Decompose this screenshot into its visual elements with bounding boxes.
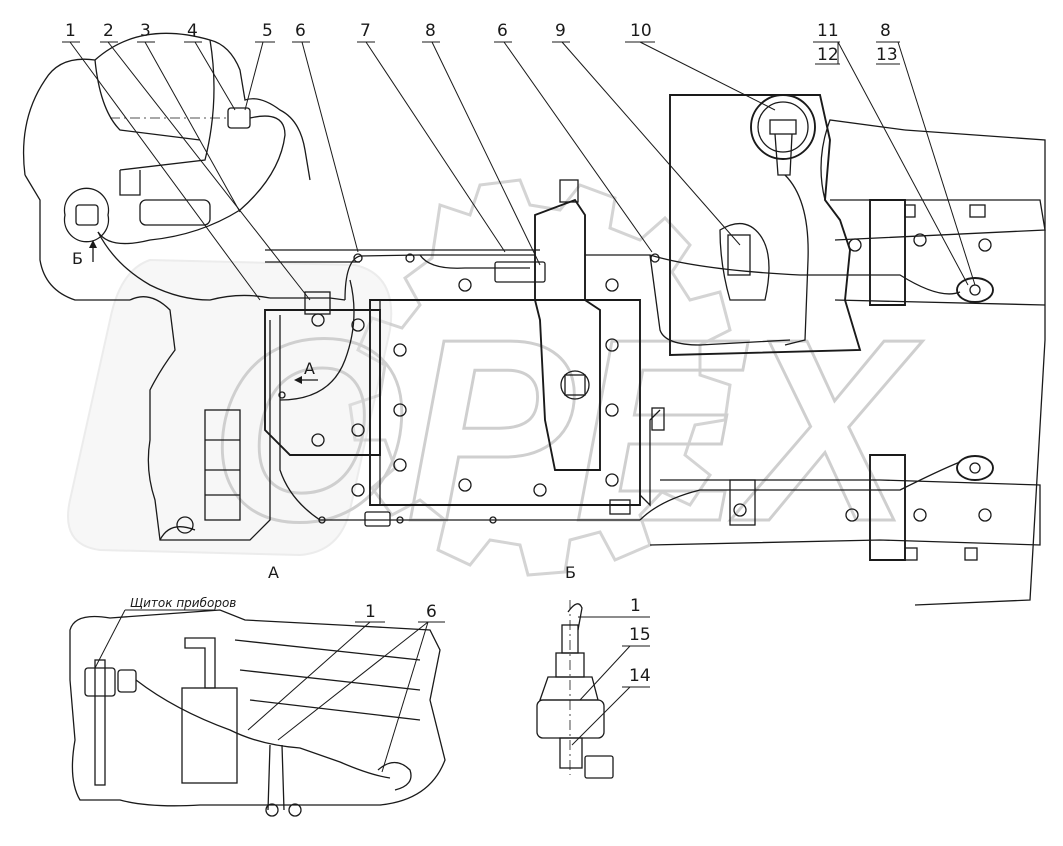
callout-3: 3 bbox=[137, 21, 241, 213]
svg-text:13: 13 bbox=[876, 45, 898, 65]
callout-8a: 8 bbox=[422, 21, 541, 266]
battery-bolts bbox=[311, 278, 619, 497]
svg-text:4: 4 bbox=[187, 21, 198, 41]
detail-view-a: А Щиток приборов 1 6 bbox=[69, 563, 446, 817]
svg-text:11: 11 bbox=[817, 21, 839, 41]
callout-9: 9 bbox=[552, 21, 741, 246]
svg-text:3: 3 bbox=[140, 21, 151, 41]
callouts-main: 1 2 3 4 5 6 7 8 6 9 10 11 12 8 13 bbox=[62, 21, 976, 301]
svg-text:8: 8 bbox=[425, 21, 436, 41]
battery-box bbox=[264, 278, 641, 506]
detail-b-callout-14: 14 bbox=[629, 666, 651, 686]
view-arrow-a: А bbox=[294, 359, 318, 384]
view-arrow-b-label: Б bbox=[72, 249, 83, 268]
callout-1: 1 bbox=[62, 21, 261, 301]
detail-a-callout-6: 6 bbox=[426, 602, 437, 622]
callout-5: 5 bbox=[244, 21, 275, 111]
watermark-text: OPEX bbox=[67, 258, 925, 578]
callout-8b: 8 bbox=[876, 21, 900, 43]
svg-text:12: 12 bbox=[817, 45, 839, 65]
svg-text:2: 2 bbox=[103, 21, 114, 41]
svg-text:7: 7 bbox=[360, 21, 371, 41]
detail-a-callout-1: 1 bbox=[365, 602, 376, 622]
watermark-label: OPEX bbox=[210, 286, 923, 576]
callout-10: 10 bbox=[625, 21, 776, 111]
callout-6a: 6 bbox=[292, 21, 359, 253]
svg-text:1: 1 bbox=[65, 21, 76, 41]
left-frame-member bbox=[129, 296, 271, 541]
detail-a-panel-label: Щиток приборов bbox=[130, 596, 236, 610]
right-sensors bbox=[956, 277, 994, 481]
callout-13: 13 bbox=[876, 41, 976, 286]
callout-4: 4 bbox=[184, 21, 236, 111]
right-frame-member bbox=[649, 94, 1046, 606]
callout-12: 12 bbox=[815, 41, 969, 286]
detail-b-callout-1: 1 bbox=[630, 596, 641, 616]
svg-text:9: 9 bbox=[555, 21, 566, 41]
svg-text:5: 5 bbox=[262, 21, 273, 41]
view-arrow-a-label: А bbox=[304, 359, 315, 378]
view-arrow-b: Б bbox=[72, 240, 97, 268]
callout-2: 2 bbox=[100, 21, 311, 301]
detail-b-title: Б bbox=[565, 563, 576, 582]
svg-text:8: 8 bbox=[880, 21, 891, 41]
svg-text:6: 6 bbox=[295, 21, 306, 41]
cab-body-outline bbox=[22, 32, 311, 301]
callout-11: 11 bbox=[813, 21, 840, 43]
central-bracket bbox=[534, 179, 601, 471]
callout-7: 7 bbox=[357, 21, 506, 253]
svg-text:6: 6 bbox=[497, 21, 508, 41]
detail-view-b: Б 1 15 14 bbox=[536, 563, 651, 779]
svg-text:10: 10 bbox=[630, 21, 652, 41]
callout-6b: 6 bbox=[494, 21, 653, 253]
fuel-level-sensor bbox=[750, 94, 816, 176]
detail-b-callout-15: 15 bbox=[629, 625, 651, 645]
detail-a-title: А bbox=[268, 563, 279, 582]
